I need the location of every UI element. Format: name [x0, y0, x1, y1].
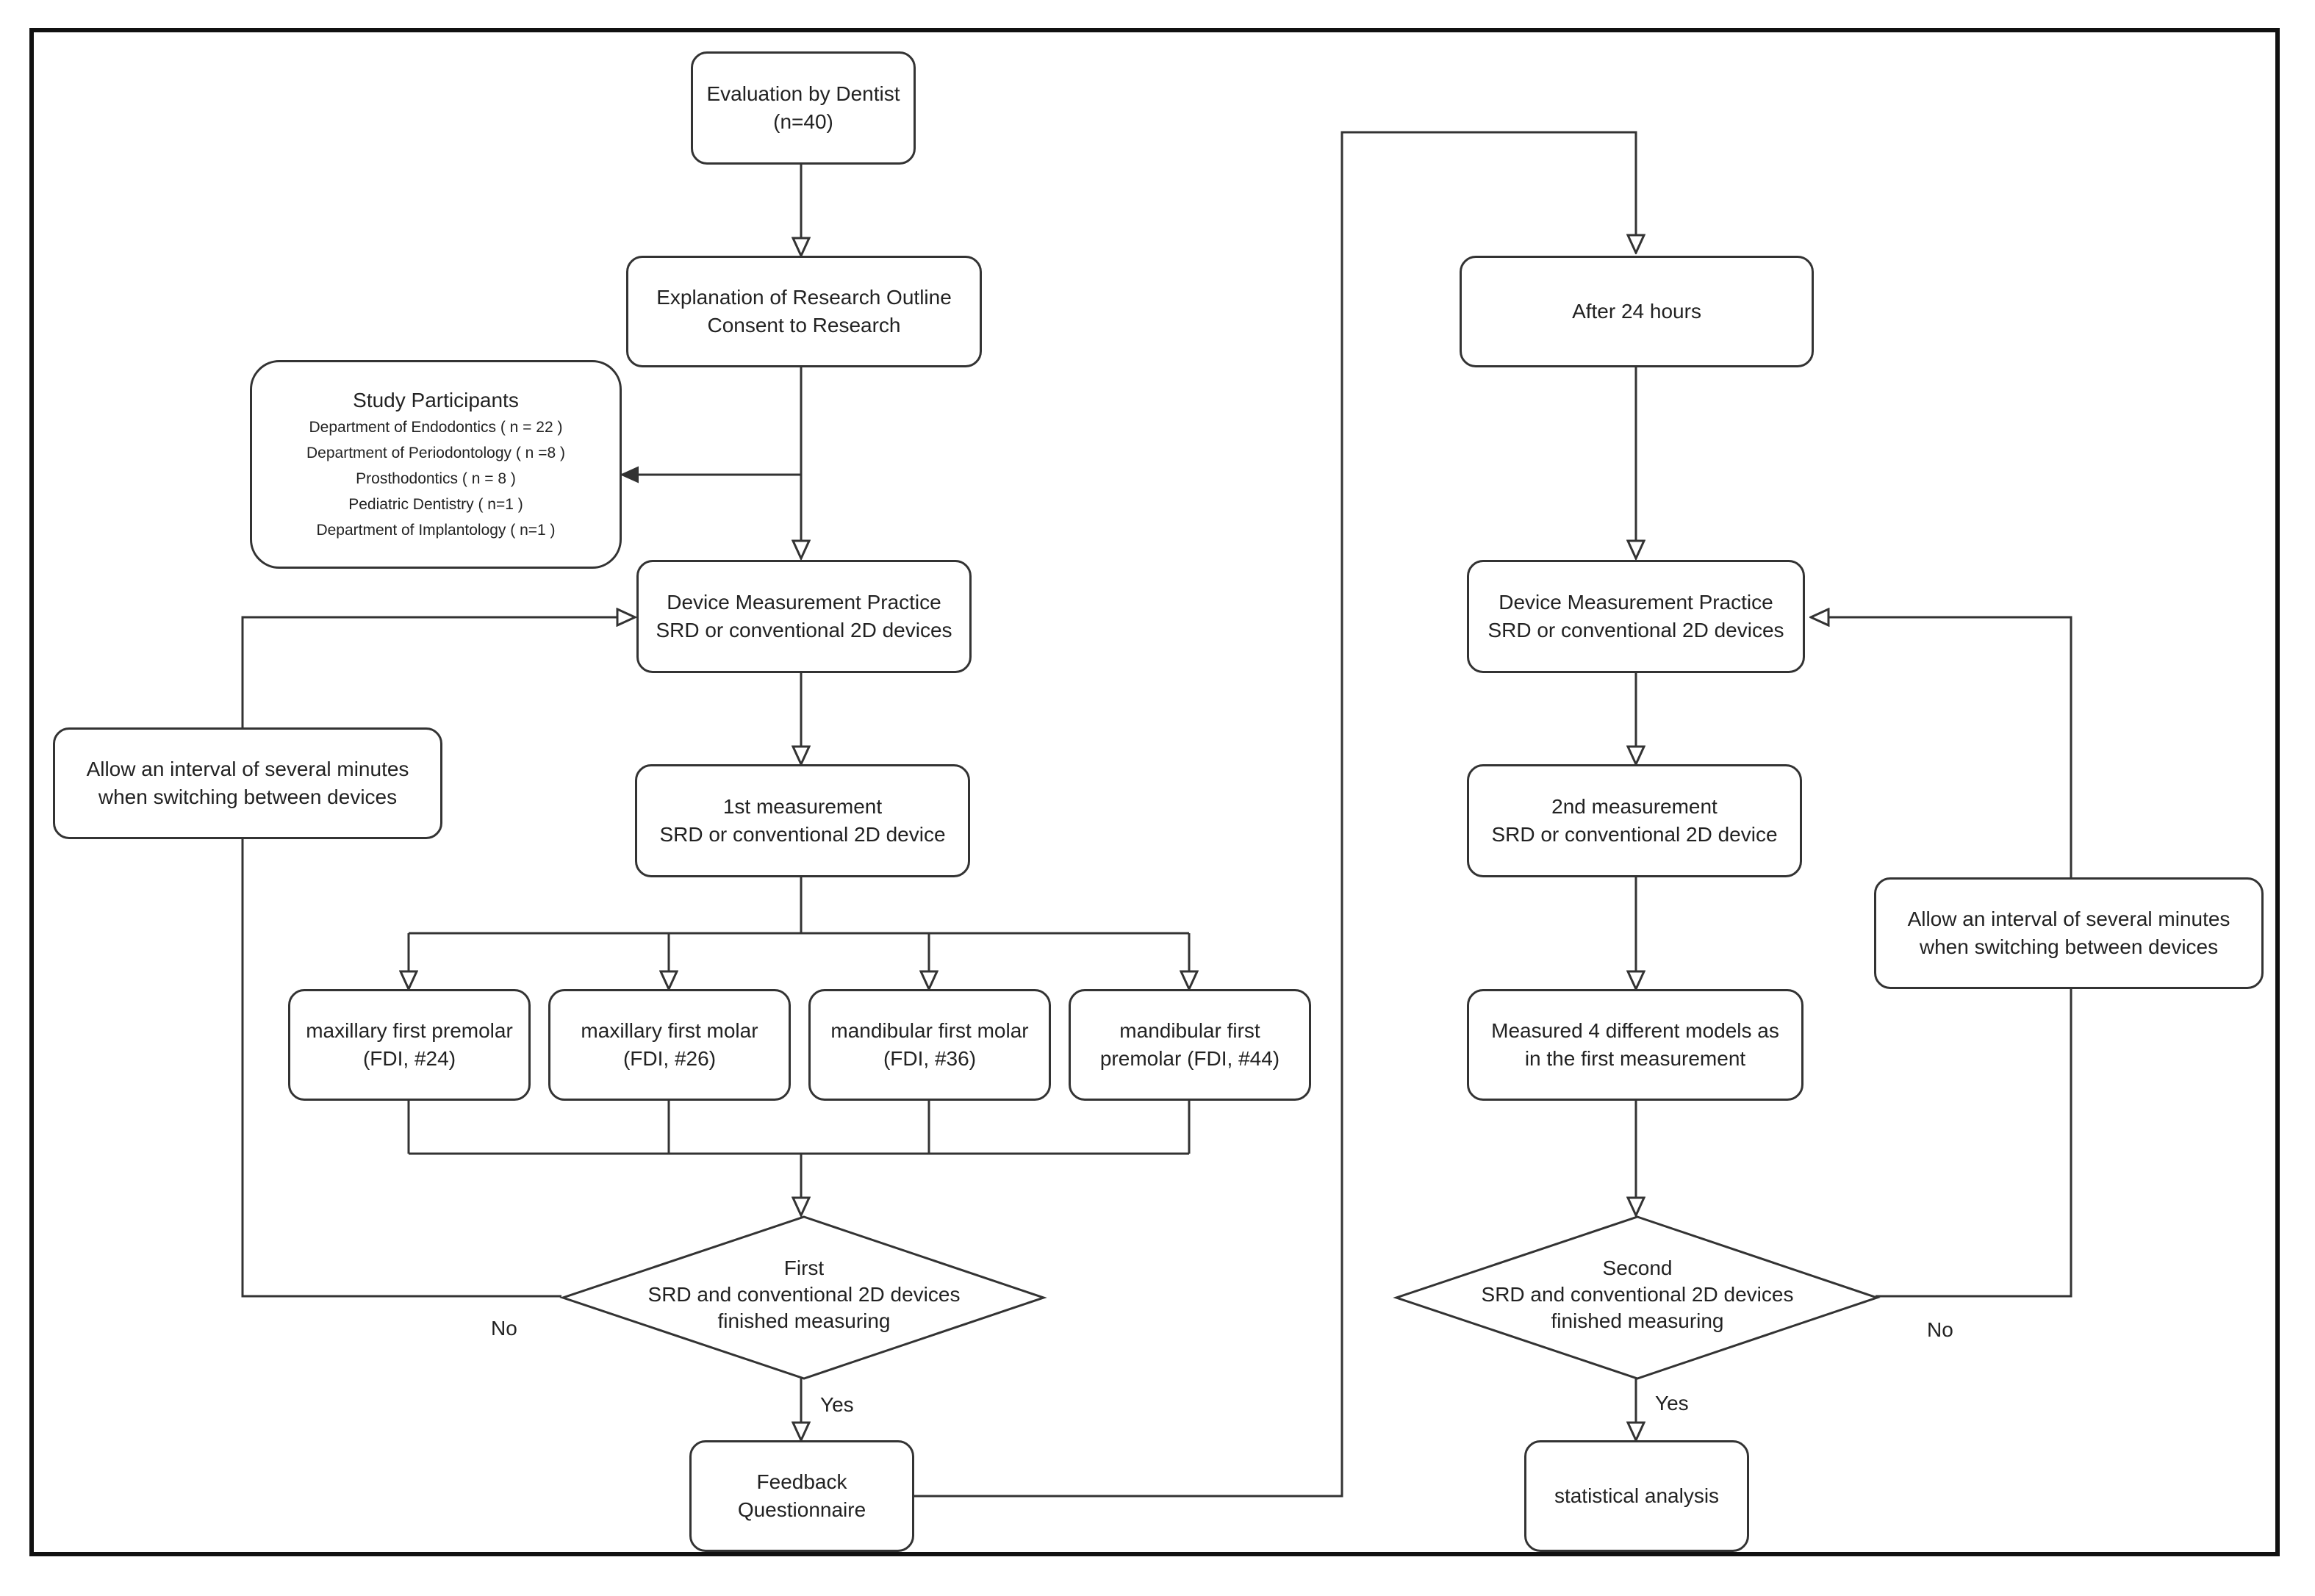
decision-first-text: First SRD and conventional 2D devices fi…	[584, 1255, 1024, 1334]
node-text: SRD or conventional 2D devices	[1487, 619, 1784, 641]
node-tooth-44: mandibular first premolar (FDI, #44)	[1069, 989, 1311, 1101]
node-text: Allow an interval of several minutes	[1907, 907, 2230, 930]
node-text: Explanation of Research Outline	[656, 286, 952, 309]
node-text: (n=40)	[773, 110, 833, 133]
node-text: SRD and conventional 2D devices	[647, 1283, 961, 1306]
label-no-second: No	[1927, 1318, 1953, 1341]
node-interval-right: Allow an interval of several minutes whe…	[1874, 877, 2264, 989]
decision-first-shape	[559, 1215, 1047, 1380]
label-yes-first: Yes	[820, 1393, 854, 1416]
node-text: statistical analysis	[1554, 1484, 1720, 1507]
decision-second-shape	[1393, 1215, 1881, 1380]
label-yes-second: Yes	[1655, 1392, 1689, 1415]
node-text: SRD and conventional 2D devices	[1481, 1283, 1794, 1306]
node-text: mandibular first	[1119, 1019, 1260, 1042]
node-measured-4-models: Measured 4 different models as in the fi…	[1467, 989, 1803, 1101]
node-second-measurement: 2nd measurement SRD or conventional 2D d…	[1467, 764, 1802, 877]
node-tooth-24: maxillary first premolar (FDI, #24)	[288, 989, 531, 1101]
edge-feedback-after24	[914, 131, 1636, 1498]
node-text: when switching between devices	[1919, 935, 2219, 958]
node-statistical-analysis: statistical analysis	[1524, 1440, 1749, 1552]
node-text: SRD or conventional 2D devices	[656, 619, 952, 641]
participants-entry: Prosthodontics ( n = 8 )	[356, 470, 516, 487]
edge-decision-no-loop	[241, 617, 635, 1298]
node-evaluation: Evaluation by Dentist (n=40)	[691, 51, 916, 165]
node-study-participants: Study Participants Department of Endodon…	[250, 360, 622, 569]
node-text: mandibular first molar	[830, 1019, 1029, 1042]
node-text: premolar (FDI, #44)	[1099, 1047, 1280, 1070]
node-text: finished measuring	[1551, 1309, 1724, 1332]
participants-entry: Department of Periodontology ( n =8 )	[306, 444, 565, 461]
node-text: SRD or conventional 2D device	[1491, 823, 1778, 846]
node-text: 1st measurement	[722, 795, 883, 818]
node-text: Second	[1602, 1257, 1673, 1279]
node-interval-left: Allow an interval of several minutes whe…	[53, 727, 442, 839]
node-explanation: Explanation of Research Outline Consent …	[626, 256, 982, 367]
node-after-24-hours: After 24 hours	[1460, 256, 1814, 367]
node-text: Evaluation by Dentist	[706, 82, 900, 105]
diagram-frame	[29, 28, 2280, 1556]
node-text: Device Measurement Practice	[667, 591, 941, 614]
participants-entry: Department of Implantology ( n=1 )	[316, 521, 556, 539]
node-text: Measured 4 different models as	[1491, 1019, 1779, 1042]
node-text: Questionnaire	[737, 1498, 866, 1521]
node-text: when switching between devices	[98, 786, 398, 808]
node-text: (FDI, #24)	[362, 1047, 456, 1070]
node-practice-right: Device Measurement Practice SRD or conve…	[1467, 560, 1805, 673]
node-text: Consent to Research	[707, 314, 901, 337]
node-text: (FDI, #26)	[622, 1047, 717, 1070]
label-no-first: No	[491, 1317, 517, 1340]
node-text: finished measuring	[717, 1309, 891, 1332]
node-text: maxillary first molar	[581, 1019, 758, 1042]
participants-entry: Pediatric Dentistry ( n=1 )	[348, 495, 523, 513]
node-text: 2nd measurement	[1551, 795, 1718, 818]
participants-entry: Department of Endodontics ( n = 22 )	[309, 418, 563, 436]
node-feedback: Feedback Questionnaire	[689, 1440, 914, 1552]
node-first-measurement: 1st measurement SRD or conventional 2D d…	[635, 764, 970, 877]
decision-second-text: Second SRD and conventional 2D devices f…	[1417, 1255, 1858, 1334]
node-text: Allow an interval of several minutes	[86, 758, 409, 780]
node-tooth-26: maxillary first molar (FDI, #26)	[548, 989, 791, 1101]
node-tooth-36: mandibular first molar (FDI, #36)	[808, 989, 1051, 1101]
node-practice-left: Device Measurement Practice SRD or conve…	[636, 560, 972, 673]
node-text: maxillary first premolar	[306, 1019, 513, 1042]
node-text: in the first measurement	[1524, 1047, 1746, 1070]
node-text: (FDI, #36)	[883, 1047, 977, 1070]
node-text: Feedback	[756, 1470, 847, 1493]
node-text: First	[783, 1257, 825, 1279]
node-text: After 24 hours	[1572, 300, 1701, 323]
node-text: SRD or conventional 2D device	[659, 823, 946, 846]
node-text: Device Measurement Practice	[1499, 591, 1773, 614]
participants-title: Study Participants	[353, 388, 519, 411]
